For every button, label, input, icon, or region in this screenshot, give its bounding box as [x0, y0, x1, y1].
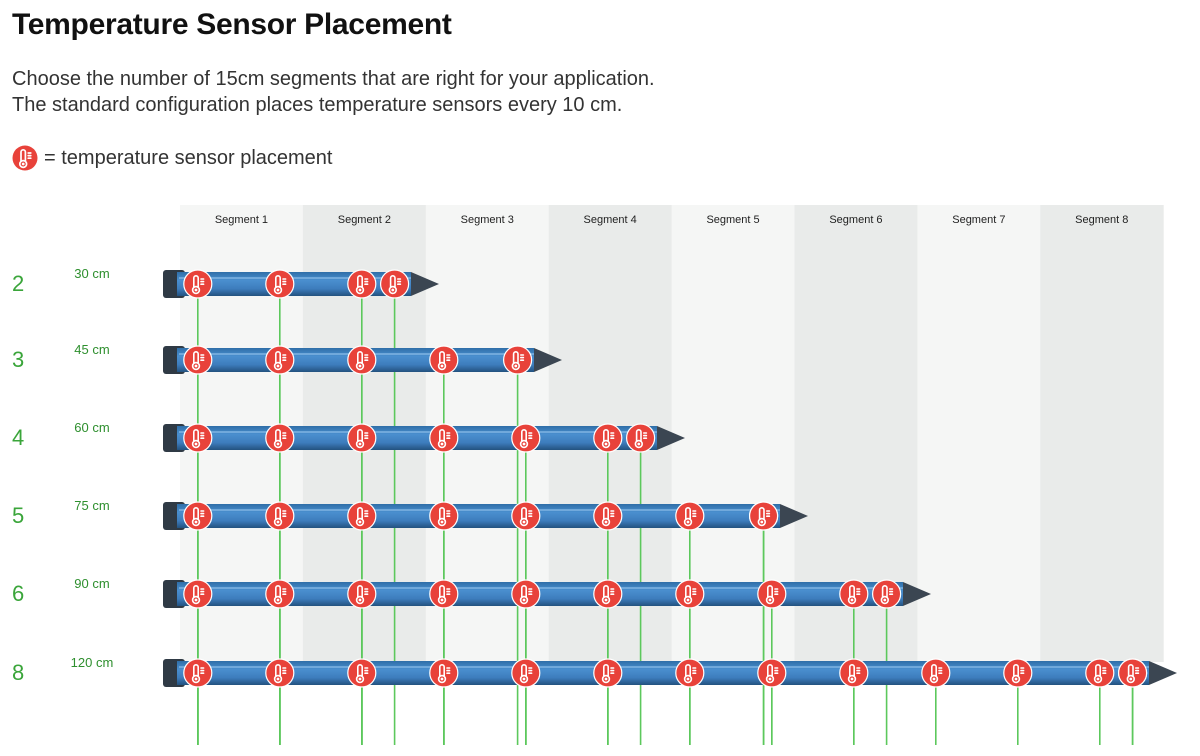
segment-label: Segment 7 [952, 214, 1005, 226]
probe-tip [780, 504, 808, 528]
legend-text: = temperature sensor placement [44, 146, 333, 169]
thermometer-icon [839, 579, 869, 609]
thermometer-icon [511, 579, 541, 609]
segment-count-label: 6 [12, 581, 24, 606]
thermometer-icon [12, 145, 38, 171]
segment-count-label: 8 [12, 660, 24, 685]
thermometer-icon [871, 579, 902, 609]
thermometer-icon [921, 658, 951, 688]
segment-label: Segment 6 [829, 214, 882, 226]
segment-label: Segment 8 [1075, 214, 1128, 226]
segment-label: Segment 1 [215, 214, 268, 226]
thermometer-icon [675, 501, 705, 531]
probe-length-label: 75 cm [74, 498, 109, 513]
thermometer-icon [265, 579, 295, 609]
thermometer-icon [675, 579, 705, 609]
segment-column [1040, 205, 1164, 662]
thermometer-icon [183, 579, 213, 609]
segment-count-label: 5 [12, 503, 24, 528]
probe-tip [1149, 661, 1177, 685]
thermometer-icon [265, 658, 295, 688]
probe-tip [903, 582, 931, 606]
thermometer-icon [347, 501, 377, 531]
probe-tip [534, 348, 562, 372]
page-title: Temperature Sensor Placement [12, 8, 452, 41]
thermometer-icon [429, 579, 459, 609]
thermometer-icon [757, 658, 787, 688]
segment-column [917, 205, 1041, 662]
probe-length-label: 120 cm [71, 655, 114, 670]
thermometer-icon [511, 501, 541, 531]
thermometer-icon [625, 423, 656, 453]
thermometer-icon [347, 658, 377, 688]
thermometer-icon [511, 658, 541, 688]
thermometer-icon [593, 658, 623, 688]
thermometer-icon [1085, 658, 1115, 688]
segment-count-label: 2 [12, 271, 24, 296]
thermometer-icon [593, 501, 623, 531]
thermometer-icon [265, 423, 295, 453]
thermometer-icon [429, 345, 459, 375]
thermometer-icon [183, 658, 213, 688]
thermometer-icon [748, 501, 779, 531]
segment-label: Segment 2 [338, 214, 391, 226]
thermometer-icon [265, 501, 295, 531]
probe-tip [411, 272, 439, 296]
probe-body [177, 426, 657, 450]
probe-body [177, 661, 1149, 685]
thermometer-icon [593, 579, 623, 609]
probe-length-label: 90 cm [74, 576, 109, 591]
thermometer-icon [347, 423, 377, 453]
segment-label: Segment 3 [461, 214, 514, 226]
thermometer-icon [1117, 658, 1148, 688]
thermometer-icon [183, 345, 213, 375]
probe-length-label: 45 cm [74, 342, 109, 357]
thermometer-icon [839, 658, 869, 688]
thermometer-icon [265, 269, 295, 299]
thermometer-icon [380, 269, 410, 299]
intro-text-2: The standard configuration places temper… [12, 94, 623, 116]
thermometer-icon [183, 269, 213, 299]
segment-count-label: 3 [12, 347, 24, 372]
intro-text-1: Choose the number of 15cm segments that … [12, 68, 655, 90]
thermometer-icon [347, 269, 377, 299]
thermometer-icon [429, 658, 459, 688]
thermometer-icon [183, 423, 213, 453]
segment-label: Segment 4 [584, 214, 637, 226]
thermometer-icon [429, 501, 459, 531]
probe-length-label: 30 cm [74, 266, 109, 281]
thermometer-icon [502, 345, 533, 375]
thermometer-icon [757, 579, 787, 609]
segment-label: Segment 5 [706, 214, 759, 226]
thermometer-icon [593, 423, 623, 453]
thermometer-icon [265, 345, 295, 375]
thermometer-icon [347, 345, 377, 375]
thermometer-icon [1003, 658, 1033, 688]
thermometer-icon [675, 658, 705, 688]
thermometer-icon [347, 579, 377, 609]
probe-tip [657, 426, 685, 450]
probe-length-label: 60 cm [74, 420, 109, 435]
segment-count-label: 4 [12, 425, 24, 450]
legend: = temperature sensor placement [12, 143, 333, 173]
thermometer-icon [183, 501, 213, 531]
thermometer-icon [429, 423, 459, 453]
thermometer-icon [511, 423, 541, 453]
